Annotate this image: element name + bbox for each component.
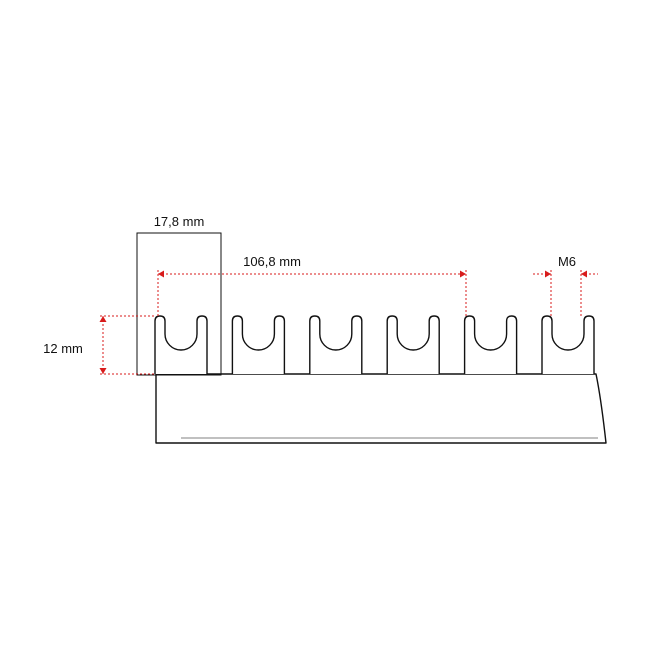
- fork-tooth: [154, 315, 208, 374]
- pitch-arrow-right: [460, 270, 466, 278]
- pitch-span-label: 106,8 mm: [243, 254, 301, 269]
- thread-arrow-right: [581, 270, 587, 278]
- busbar-base: [155, 373, 607, 444]
- height-arrow-bottom: [99, 368, 107, 374]
- module-width-box: [136, 232, 222, 376]
- thread-label: M6: [558, 254, 576, 269]
- busbar-body: [155, 373, 607, 444]
- fork-tooth: [309, 315, 363, 374]
- fork-tooth: [541, 315, 595, 374]
- dimension-lines: [99, 270, 598, 375]
- fork-teeth: [154, 315, 595, 374]
- thread-arrow-left: [545, 270, 551, 278]
- fork-tooth: [386, 315, 440, 374]
- fork-tooth: [463, 315, 518, 374]
- pitch-arrow-left: [158, 270, 164, 278]
- module-width-label: 17,8 mm: [154, 214, 205, 229]
- height-label: 12 mm: [43, 341, 83, 356]
- height-arrow-top: [99, 316, 107, 322]
- fork-tooth: [231, 315, 286, 374]
